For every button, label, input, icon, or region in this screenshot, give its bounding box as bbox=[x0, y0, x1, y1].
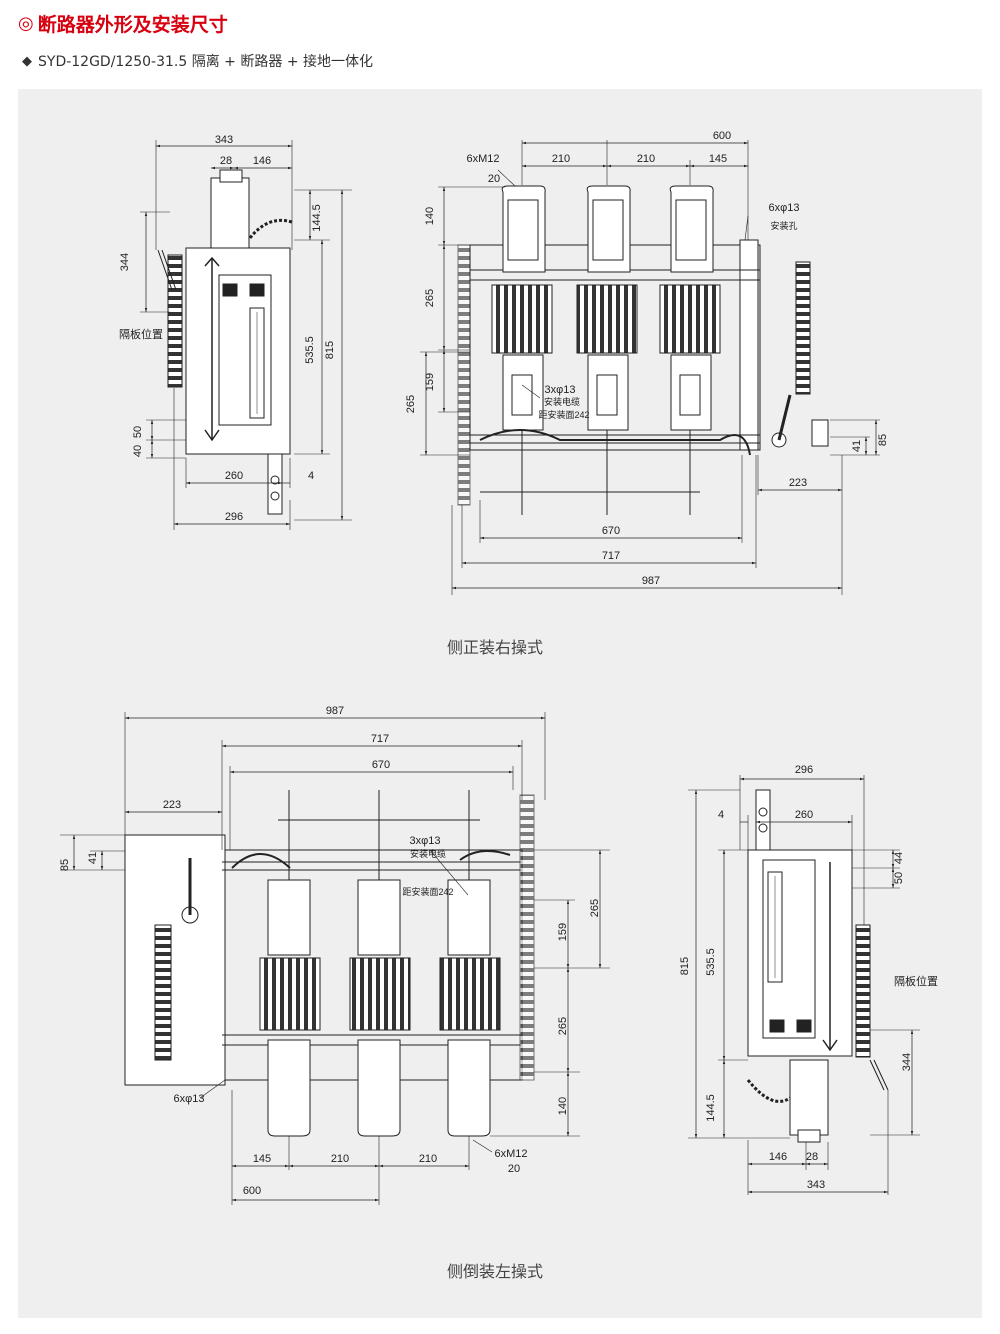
side-view-top-labels: 343 28 146 344 144.5 535.5 815 50 40 260… bbox=[119, 134, 336, 523]
dim-label: 535.5 bbox=[304, 336, 316, 364]
dim-label: 安装电缆 bbox=[410, 848, 446, 859]
dim-label: 44 bbox=[893, 852, 905, 864]
front-view-top-labels: 600 6xM12 210 210 145 20 140 6xφ13 安装孔 2… bbox=[405, 130, 889, 587]
partition-label: 隔板位置 bbox=[119, 327, 163, 341]
dim-label: 296 bbox=[795, 764, 813, 776]
pole-3 bbox=[659, 185, 721, 515]
dim-label: 145 bbox=[253, 1153, 271, 1165]
dim-label: 3xφ13 bbox=[410, 835, 441, 847]
dim-label: 距安装面242 bbox=[538, 409, 589, 420]
dim-label: 20 bbox=[488, 173, 500, 185]
dim-label: 159 bbox=[424, 373, 436, 391]
front-view-bottom bbox=[60, 712, 610, 1205]
dim-label: 85 bbox=[59, 859, 71, 871]
partition-label: 隔板位置 bbox=[894, 974, 938, 988]
dim-label: 265 bbox=[424, 289, 436, 307]
dim-label: 210 bbox=[637, 153, 655, 165]
dim-label: 260 bbox=[225, 470, 243, 482]
dim-label: 987 bbox=[642, 575, 660, 587]
dim-label: 140 bbox=[557, 1097, 569, 1115]
pole-2 bbox=[349, 790, 411, 1137]
dim-label: 600 bbox=[243, 1185, 261, 1197]
dim-label: 6xM12 bbox=[494, 1148, 527, 1160]
section-title: ◎ 断路器外形及安装尺寸 bbox=[18, 10, 228, 37]
dim-label: 安装孔 bbox=[770, 220, 797, 231]
dim-label: 6xφ13 bbox=[769, 202, 800, 214]
dim-label: 6xM12 bbox=[466, 153, 499, 165]
dim-label: 146 bbox=[253, 155, 271, 167]
dim-label: 210 bbox=[419, 1153, 437, 1165]
pole-3 bbox=[439, 790, 501, 1137]
side-view-bottom bbox=[688, 775, 920, 1195]
front-view-bottom-labels: 987 717 670 223 85 41 3xφ13 安装电缆 距安装面242… bbox=[59, 705, 601, 1197]
dim-label: 265 bbox=[557, 1017, 569, 1035]
dim-label: 28 bbox=[806, 1151, 818, 1163]
dim-label: 210 bbox=[552, 153, 570, 165]
side-view-top bbox=[140, 140, 352, 530]
dim-label: 159 bbox=[557, 923, 569, 941]
dim-label: 343 bbox=[215, 134, 233, 146]
dim-label: 41 bbox=[851, 440, 863, 452]
dim-label: 223 bbox=[163, 799, 181, 811]
dim-label: 4 bbox=[718, 809, 724, 821]
dim-label: 4 bbox=[308, 470, 314, 482]
dim-label: 296 bbox=[225, 511, 243, 523]
dim-label: 600 bbox=[713, 130, 731, 142]
dim-label: 50 bbox=[132, 426, 144, 438]
dim-label: 344 bbox=[901, 1053, 913, 1071]
dim-label: 223 bbox=[789, 477, 807, 489]
dim-label: 28 bbox=[220, 155, 232, 167]
dim-label: 210 bbox=[331, 1153, 349, 1165]
dim-label: 670 bbox=[602, 525, 620, 537]
section-title-text: 断路器外形及安装尺寸 bbox=[37, 14, 228, 36]
dim-label: 140 bbox=[424, 207, 436, 225]
dim-label: 41 bbox=[87, 852, 99, 864]
dim-label: 6xφ13 bbox=[174, 1093, 205, 1105]
dim-label: 344 bbox=[119, 253, 131, 271]
dim-label: 717 bbox=[602, 550, 620, 562]
dim-label: 815 bbox=[679, 957, 691, 975]
caption-top-view: 侧正装右操式 bbox=[447, 638, 544, 657]
dim-label: 260 bbox=[795, 809, 813, 821]
dim-label: 265 bbox=[589, 899, 601, 917]
ring-icon: ◎ bbox=[18, 13, 34, 34]
model-subtitle-text: SYD-12GD/1250-31.5 隔离 + 断路器 + 接地一体化 bbox=[38, 54, 373, 70]
pole-1 bbox=[259, 790, 321, 1137]
dim-label: 144.5 bbox=[705, 1094, 717, 1122]
dim-label: 85 bbox=[877, 434, 889, 446]
dim-label: 815 bbox=[324, 341, 336, 359]
front-view-top bbox=[420, 140, 880, 595]
dim-label: 265 bbox=[405, 395, 417, 413]
dim-label: 20 bbox=[508, 1163, 520, 1175]
dim-label: 144.5 bbox=[311, 204, 323, 232]
dim-label: 145 bbox=[709, 153, 727, 165]
dim-label: 343 bbox=[807, 1179, 825, 1191]
dim-label: 40 bbox=[132, 445, 144, 457]
dim-label: 安装电缆 bbox=[544, 396, 580, 407]
model-subtitle: ◆ SYD-12GD/1250-31.5 隔离 + 断路器 + 接地一体化 bbox=[22, 51, 373, 71]
side-view-bottom-labels: 296 4 260 44 50 815 535.5 344 144.5 146 … bbox=[679, 764, 938, 1191]
dim-label: 50 bbox=[893, 872, 905, 884]
dim-label: 3xφ13 bbox=[545, 384, 576, 396]
dim-label: 146 bbox=[769, 1151, 787, 1163]
dim-label: 535.5 bbox=[705, 948, 717, 976]
dim-label: 987 bbox=[326, 705, 344, 717]
dim-label: 670 bbox=[372, 759, 390, 771]
caption-bottom-view: 侧倒装左操式 bbox=[447, 1262, 544, 1281]
pole-1 bbox=[491, 185, 553, 515]
dim-label: 距安装面242 bbox=[402, 886, 453, 897]
pole-2 bbox=[576, 185, 638, 515]
dim-label: 717 bbox=[371, 733, 389, 745]
diamond-icon: ◆ bbox=[22, 53, 32, 69]
